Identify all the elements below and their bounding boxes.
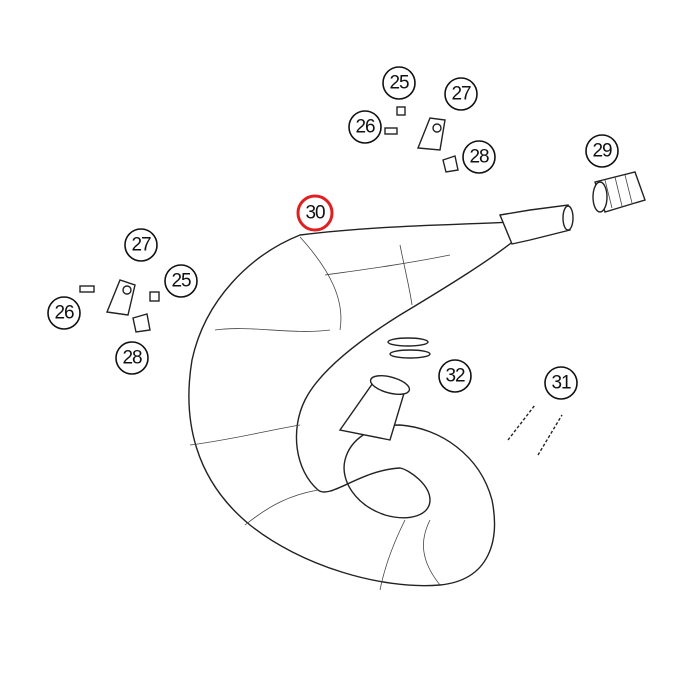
svg-text:28: 28: [469, 147, 489, 168]
o-rings[interactable]: [387, 337, 431, 359]
svg-text:25: 25: [389, 73, 409, 94]
callout-29[interactable]: 29: [585, 134, 619, 168]
callout-25[interactable]: 25: [382, 66, 416, 100]
callout-31[interactable]: 31: [544, 366, 578, 400]
callout-25[interactable]: 25: [164, 264, 198, 298]
exhaust-pipe[interactable]: [188, 204, 574, 591]
callout-27[interactable]: 27: [124, 228, 158, 262]
svg-text:27: 27: [451, 84, 471, 105]
rubber-sleeve[interactable]: [592, 171, 646, 213]
callout-26[interactable]: 26: [47, 296, 81, 330]
springs[interactable]: [507, 404, 563, 456]
bracket-upper[interactable]: [384, 106, 459, 173]
svg-text:28: 28: [122, 348, 142, 369]
svg-text:26: 26: [54, 303, 74, 324]
svg-text:25: 25: [171, 271, 191, 292]
callout-26[interactable]: 26: [348, 110, 382, 144]
svg-text:29: 29: [592, 141, 612, 162]
svg-text:31: 31: [551, 373, 571, 394]
bracket-lower[interactable]: [79, 279, 160, 333]
svg-text:27: 27: [131, 235, 151, 256]
svg-text:32: 32: [445, 366, 465, 387]
callout-27[interactable]: 27: [444, 77, 478, 111]
callout-32[interactable]: 32: [438, 359, 472, 393]
callout-28[interactable]: 28: [115, 341, 149, 375]
callout-30-highlighted[interactable]: 30: [296, 194, 334, 232]
svg-text:26: 26: [355, 117, 375, 138]
callout-28[interactable]: 28: [462, 140, 496, 174]
svg-text:30: 30: [305, 203, 325, 224]
